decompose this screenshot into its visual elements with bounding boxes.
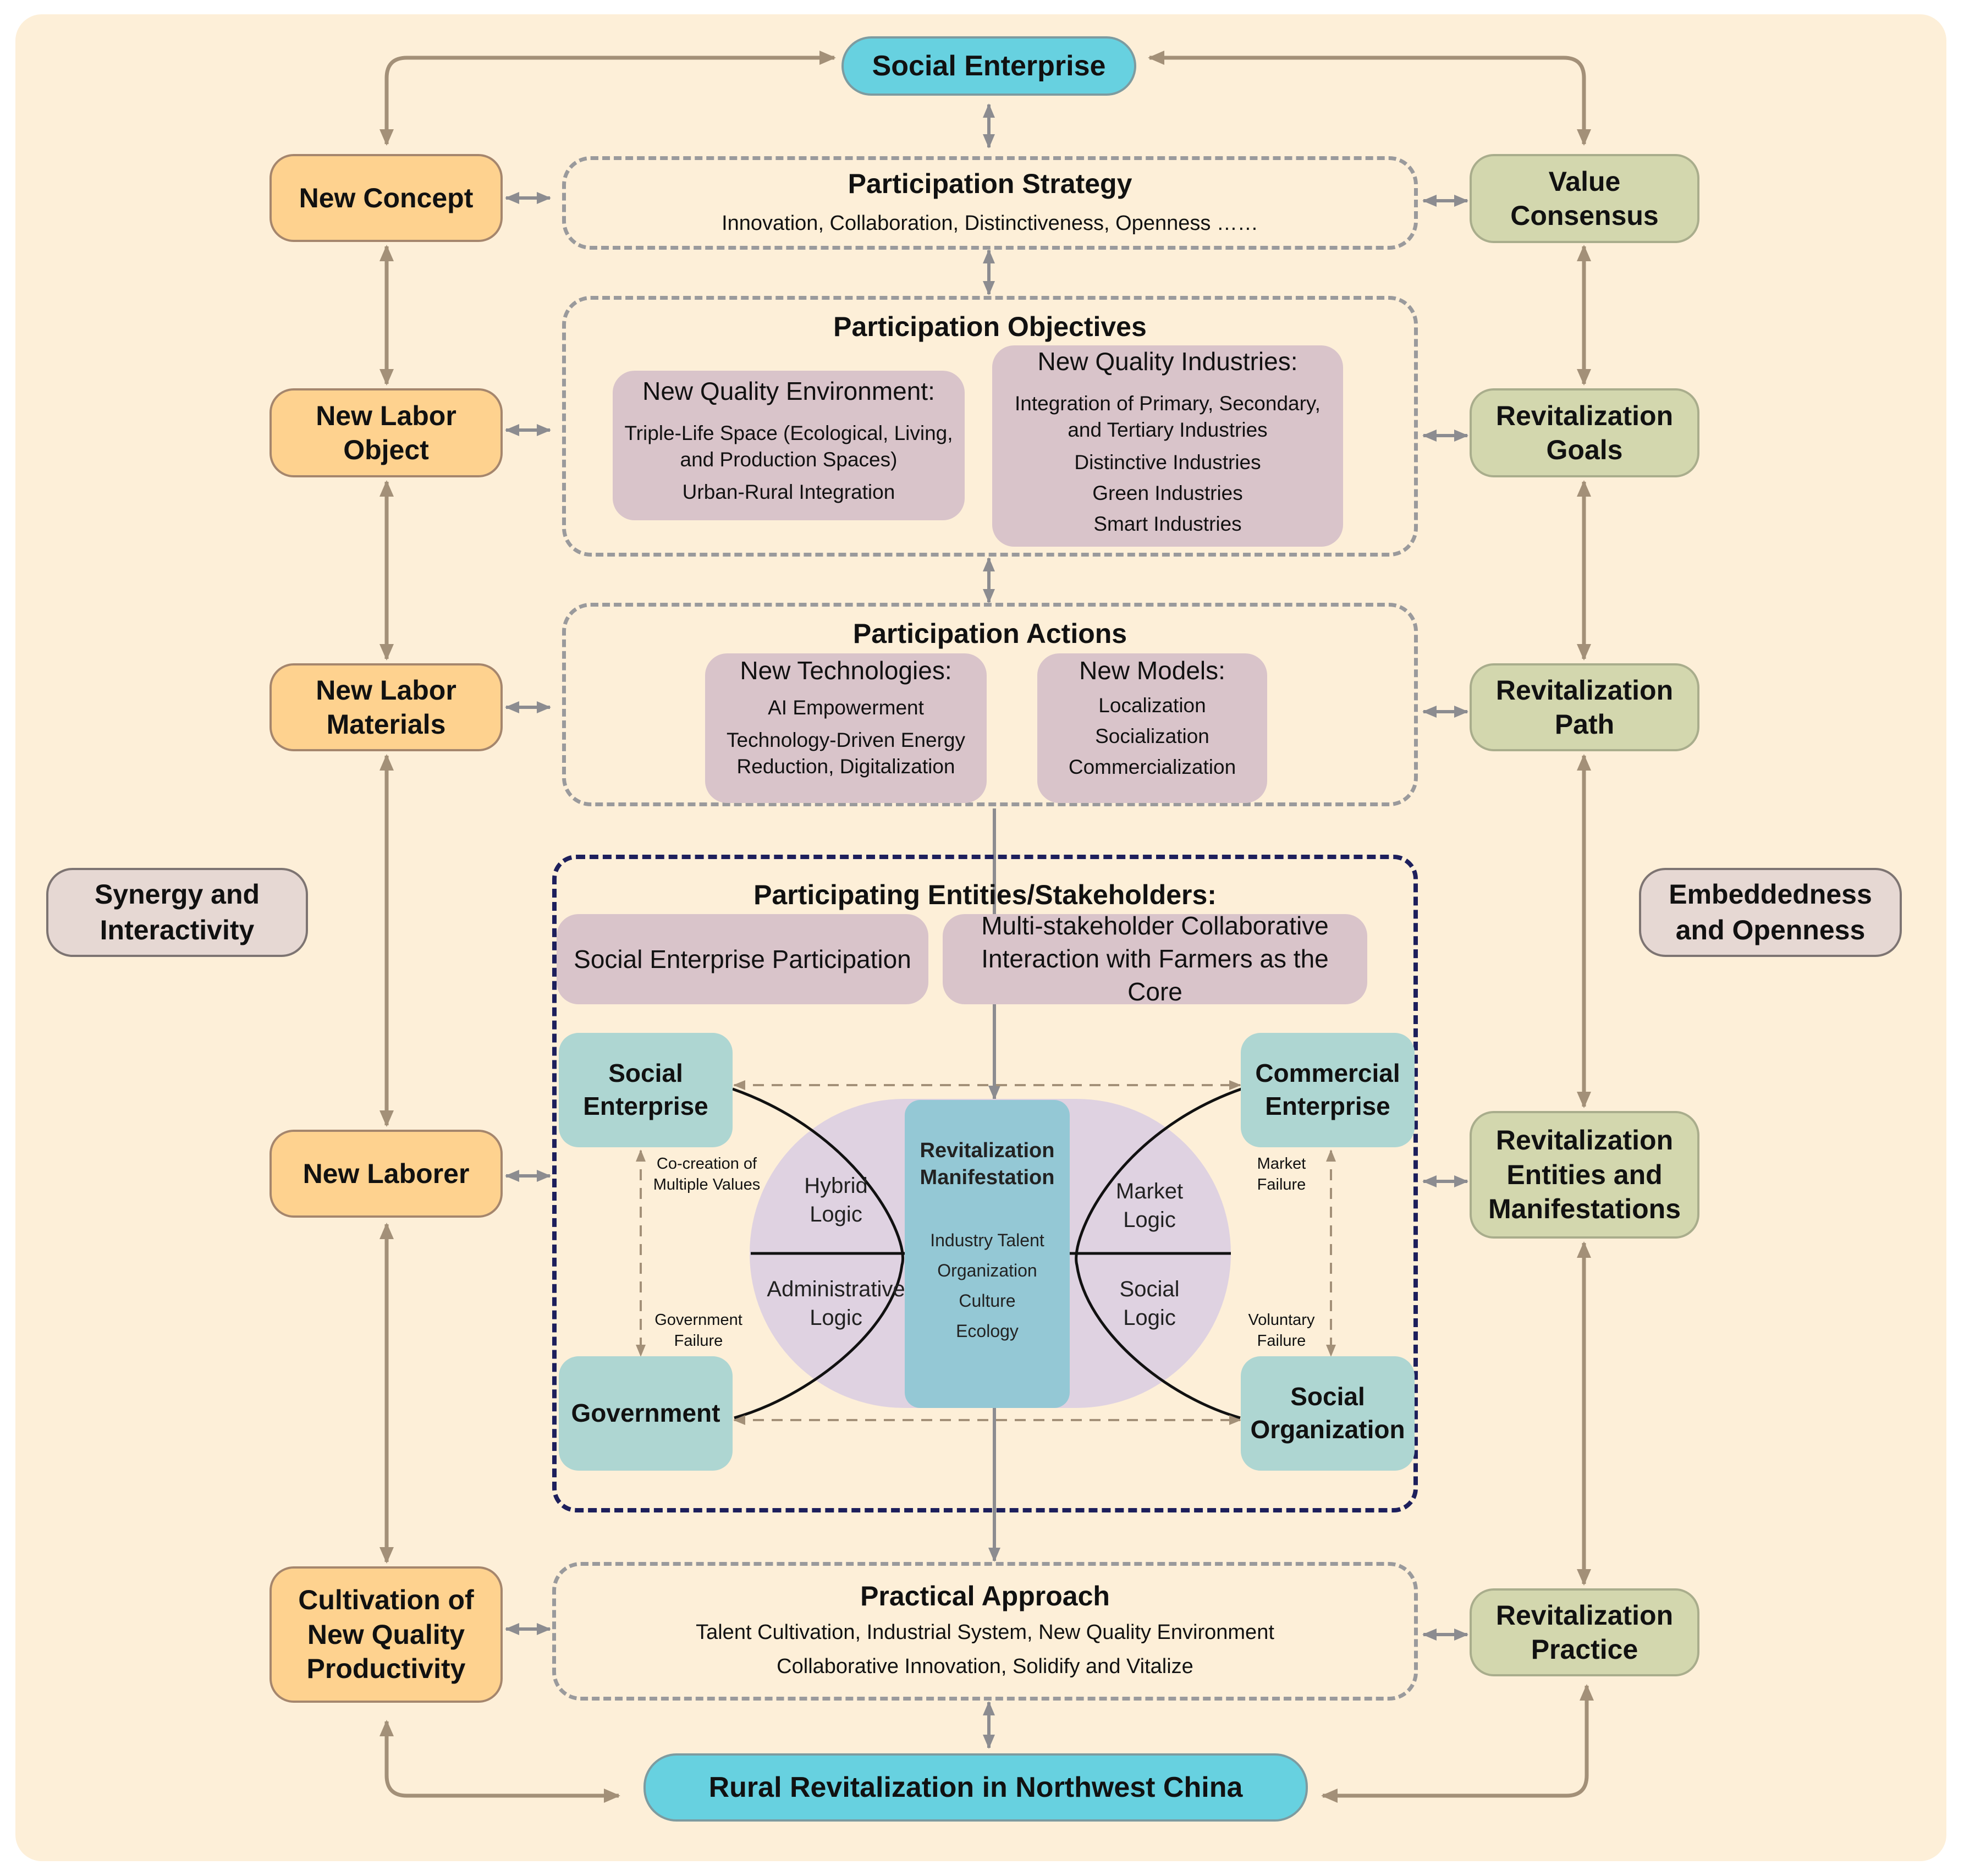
practical-line1: Talent Cultivation, Industrial System, N… [696, 1621, 1274, 1644]
interaction-label: Multi-stakeholder Collaborative Interact… [981, 911, 1329, 1006]
voluntary-failure-label: Voluntary Failure [1248, 1311, 1315, 1350]
right-node-label: Revitalization Goals [1495, 400, 1674, 466]
entity-label: Social Enterprise [583, 1059, 708, 1120]
top-node-label: Social Enterprise [872, 50, 1106, 82]
co-creation-label: Co-creation of Multiple Values [653, 1155, 761, 1193]
technologies-heading: New Technologies: [740, 656, 952, 685]
objectives-title: Participation Objectives [833, 311, 1147, 342]
manifestation-item: Industry Talent [930, 1230, 1044, 1250]
arrow-bottom-left [379, 1720, 620, 1803]
entity-label: Social Organization [1250, 1382, 1405, 1444]
participation-actions-box: Participation Actions [562, 603, 1418, 806]
new-models-card: New Models: Localization Socialization C… [1037, 653, 1267, 803]
left-node-label: New Labor Materials [316, 674, 456, 740]
practical-approach-box: Practical Approach Talent Cultivation, I… [552, 1562, 1418, 1701]
hybrid-logic-label: Hybrid Logic [804, 1174, 868, 1226]
technologies-item: AI Empowerment [768, 696, 924, 719]
arrow-top-left [379, 51, 836, 146]
participating-entities-box: Participating Entities/Stakeholders: [552, 855, 1418, 1512]
new-labor-object-node: New Labor Object [269, 388, 503, 477]
right-node-label: Revitalization Entities and Manifestatio… [1488, 1125, 1681, 1225]
technologies-item: Technology-Driven Energy Reduction, Digi… [727, 729, 965, 778]
side-right-label: Embeddedness and Openness [1669, 879, 1872, 945]
models-item: Commercialization [1068, 756, 1236, 778]
social-enterprise-entity: Social Enterprise [559, 1033, 733, 1147]
new-quality-industries-card: New Quality Industries: Integration of P… [992, 345, 1343, 547]
rural-revitalization-node: Rural Revitalization in Northwest China [643, 1753, 1308, 1822]
new-concept-node: New Concept [269, 154, 503, 242]
commercial-enterprise-entity: Commercial Enterprise [1241, 1033, 1415, 1147]
side-left-label: Synergy and Interactivity [94, 879, 260, 945]
social-organization-entity: Social Organization [1241, 1356, 1415, 1471]
government-entity: Government [559, 1356, 733, 1471]
strategy-text: Innovation, Collaboration, Distinctivene… [722, 212, 1258, 235]
industries-item: Green Industries [1092, 482, 1243, 505]
revitalization-goals-node: Revitalization Goals [1470, 388, 1699, 477]
participation-strategy-box: Participation Strategy Innovation, Colla… [562, 156, 1418, 250]
synergy-interactivity-node: Synergy and Interactivity [46, 868, 308, 957]
environment-item: Urban-Rural Integration [682, 481, 895, 504]
new-laborer-node: New Laborer [269, 1130, 503, 1218]
market-logic-label: Market Logic [1115, 1179, 1184, 1232]
participation-objectives-box: Participation Objectives [562, 296, 1418, 557]
cultivation-productivity-node: Cultivation of New Quality Productivity [269, 1566, 503, 1703]
revitalization-path-node: Revitalization Path [1470, 663, 1699, 751]
social-logic-label: Social Logic [1119, 1277, 1180, 1330]
revitalization-entities-node: Revitalization Entities and Manifestatio… [1470, 1111, 1699, 1239]
manifestation-item: Ecology [956, 1321, 1019, 1341]
entity-label: Government [571, 1399, 720, 1428]
models-item: Socialization [1095, 725, 1209, 747]
manifestation-item: Organization [937, 1260, 1037, 1280]
right-node-label: Revitalization Path [1495, 674, 1674, 740]
left-node-label: New Laborer [302, 1158, 470, 1189]
environment-item: Triple-Life Space (Ecological, Living, a… [624, 422, 953, 471]
models-item: Localization [1098, 694, 1206, 717]
new-labor-materials-node: New Labor Materials [269, 663, 503, 751]
right-node-label: Value Consensus [1510, 166, 1659, 232]
market-failure-label: Market Failure [1257, 1155, 1306, 1193]
government-failure-label: Government Failure [654, 1311, 742, 1350]
left-node-label: Cultivation of New Quality Productivity [298, 1585, 474, 1685]
environment-heading: New Quality Environment: [642, 377, 935, 405]
administrative-logic-label: Administrative Logic [767, 1277, 905, 1330]
new-quality-environment-card: New Quality Environment: Triple-Life Spa… [613, 371, 965, 520]
right-node-label: Revitalization Practice [1495, 1599, 1674, 1665]
new-technologies-card: New Technologies: AI Empowerment Technol… [705, 653, 987, 803]
strategy-title: Participation Strategy [848, 168, 1132, 199]
social-enterprise-top-node: Social Enterprise [841, 36, 1136, 96]
industries-item: Integration of Primary, Secondary, and T… [1015, 392, 1321, 442]
bottom-node-label: Rural Revitalization in Northwest China [708, 1772, 1243, 1803]
manifestation-item: Culture [959, 1290, 1016, 1311]
left-node-label: New Labor Object [316, 400, 456, 466]
models-heading: New Models: [1079, 656, 1225, 685]
industries-item: Distinctive Industries [1074, 451, 1261, 474]
left-node-label: New Concept [299, 182, 474, 213]
social-enterprise-participation-card: Social Enterprise Participation [557, 914, 928, 1004]
practical-title: Practical Approach [860, 1581, 1110, 1611]
manifestation-title: Revitalization Manifestation [920, 1139, 1055, 1190]
multi-stakeholder-card: Multi-stakeholder Collaborative Interact… [943, 911, 1367, 1006]
arrow-bottom-right [1321, 1684, 1594, 1803]
arrow-top-right [1148, 51, 1591, 146]
practical-line2: Collaborative Innovation, Solidify and V… [777, 1655, 1193, 1678]
participation-label: Social Enterprise Participation [574, 945, 911, 973]
value-consensus-node: Value Consensus [1470, 154, 1699, 243]
revitalization-practice-node: Revitalization Practice [1470, 1588, 1699, 1676]
embeddedness-openness-node: Embeddedness and Openness [1639, 868, 1902, 957]
entities-title: Participating Entities/Stakeholders: [753, 879, 1217, 910]
industries-heading: New Quality Industries: [1037, 347, 1298, 376]
revitalization-manifestation-card: Revitalization Manifestation Industry Ta… [905, 1100, 1070, 1408]
actions-title: Participation Actions [852, 618, 1127, 649]
industries-item: Smart Industries [1093, 513, 1242, 536]
entity-label: Commercial Enterprise [1255, 1059, 1400, 1120]
